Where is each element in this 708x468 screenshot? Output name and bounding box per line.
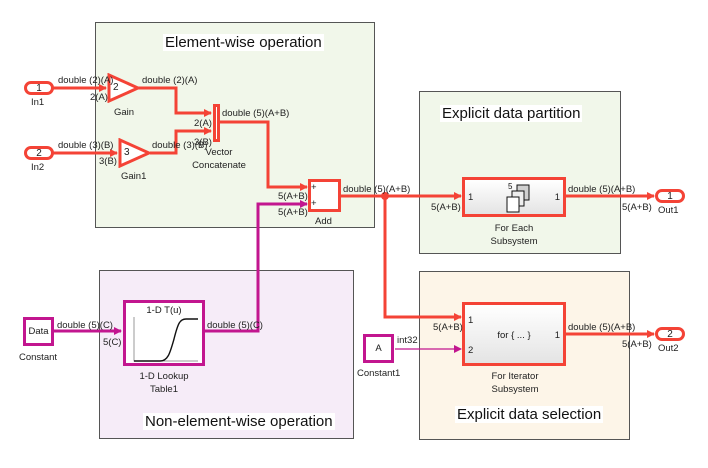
add-sign-2: + xyxy=(311,198,317,209)
for-each-subsystem-block[interactable]: 1 1 5 xyxy=(462,177,566,217)
signal-label: double (2)(A) xyxy=(142,75,198,86)
inport-in1[interactable]: 1 xyxy=(24,81,54,95)
signal-label: int32 xyxy=(397,335,418,346)
lookup-curve-icon xyxy=(133,317,198,362)
signal-label: 2(A) xyxy=(90,92,108,103)
area-title-explicit-selection: Explicit data selection xyxy=(455,406,604,423)
inport-in2[interactable]: 2 xyxy=(24,146,54,160)
signal-label: double (5)(A+B) xyxy=(343,184,411,195)
constant-name: Constant xyxy=(19,352,58,363)
signal-label: 5(A+B) xyxy=(433,322,463,333)
for-iterator-subsystem-name: For Iterator Subsystem xyxy=(491,371,539,395)
signal-label: 5(A+B) xyxy=(622,202,652,213)
gain1-block[interactable] xyxy=(118,138,152,168)
outport-out2[interactable]: 2 xyxy=(655,327,685,341)
wire-gain-concat xyxy=(138,86,212,117)
wire-add-foriter xyxy=(383,196,462,321)
area-title-non-element-wise: Non-element-wise operation xyxy=(143,413,335,430)
wire-concat-add xyxy=(218,120,308,191)
signal-label: double (5)(C) xyxy=(57,320,113,331)
outport-out1[interactable]: 1 xyxy=(655,189,685,203)
lookup-table-name: 1-D Lookup Table1 xyxy=(139,371,189,395)
outport-out1-name: Out1 xyxy=(658,205,679,216)
add-name: Add xyxy=(315,216,332,227)
signal-label: 3(B) xyxy=(99,156,117,167)
gain1-value: 3 xyxy=(124,147,130,158)
for-each-subsystem-name: For Each Subsystem xyxy=(490,223,538,247)
signal-label: 2(A) xyxy=(194,118,212,129)
signal-label: double (5)(A+B) xyxy=(222,108,290,119)
lookup-table-block[interactable]: 1-D T(u) xyxy=(123,300,205,366)
for-each-pages-icon: 5 xyxy=(506,182,530,213)
vector-concatenate-name: Vector Concatenate xyxy=(192,147,246,171)
wire-gain1-concat xyxy=(150,127,212,155)
area-title-explicit-partition: Explicit data partition xyxy=(440,105,583,122)
outport-out2-name: Out2 xyxy=(658,343,679,354)
for-iterator-subsystem-block[interactable]: 1 2 1 for { ... } xyxy=(462,302,566,366)
signal-label: double (3)(B) xyxy=(152,140,208,151)
signal-label: double (5)(C) xyxy=(207,320,263,331)
inport-in1-name: In1 xyxy=(31,97,45,108)
signal-label: 5(C) xyxy=(103,337,122,348)
signal-label: 5(A+B) xyxy=(431,202,461,213)
constant1-name: Constant1 xyxy=(357,368,401,379)
area-title-element-wise: Element-wise operation xyxy=(163,34,324,51)
signal-label: double (3)(B) xyxy=(58,140,114,151)
add-block[interactable] xyxy=(308,179,341,212)
signal-label: double (2)(A) xyxy=(58,75,114,86)
add-sign-1: + xyxy=(311,182,317,193)
signal-label: double (5)(A+B) xyxy=(568,184,636,195)
constant-block[interactable]: Data xyxy=(23,317,54,346)
signal-label: 5(A+B) xyxy=(622,339,652,350)
branch-point xyxy=(381,192,389,200)
gain-block[interactable] xyxy=(107,73,141,103)
gain1-name: Gain1 xyxy=(121,171,147,182)
signal-label: 5(A+B) xyxy=(278,207,308,218)
constant1-block[interactable]: A xyxy=(363,334,394,363)
for-each-badge: 5 xyxy=(508,182,513,191)
signal-label: double (5)(A+B) xyxy=(568,322,636,333)
wire-lookup-add xyxy=(205,200,308,333)
vector-concatenate-block[interactable] xyxy=(213,104,220,142)
gain-value: 2 xyxy=(113,82,119,93)
signal-label: 3(B) xyxy=(194,137,212,148)
inport-in2-name: In2 xyxy=(31,162,45,173)
gain-name: Gain xyxy=(114,107,135,118)
signal-label: 5(A+B) xyxy=(278,191,308,202)
